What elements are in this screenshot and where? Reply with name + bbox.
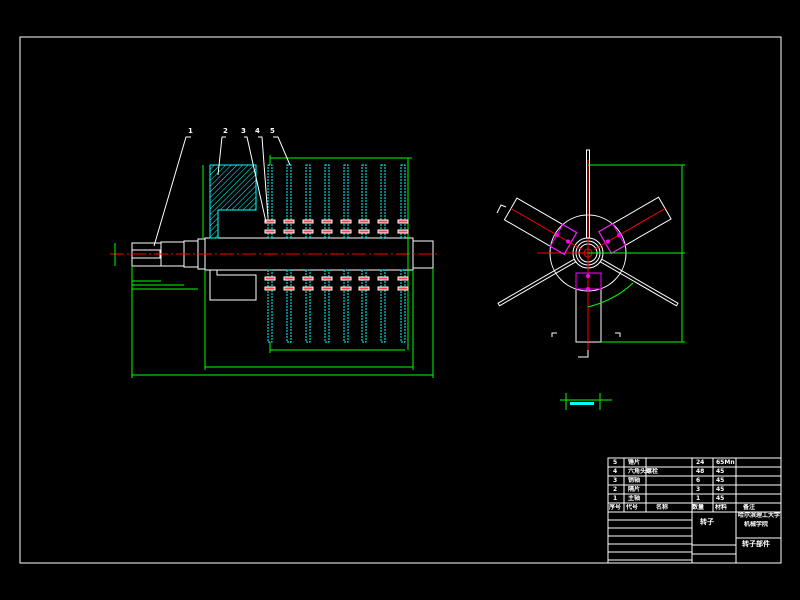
pin-bolt: [264, 286, 276, 291]
balloon-5: 5: [270, 127, 275, 135]
pin-bolt: [264, 276, 276, 281]
hammer-plate: [305, 269, 311, 343]
pin-bolt: [264, 229, 276, 234]
header-material: 材料: [715, 504, 728, 511]
hammer-plate: [343, 269, 349, 343]
header-name: 名称: [656, 504, 669, 511]
blade: [586, 149, 590, 239]
blade: [497, 258, 577, 307]
front-view: [110, 136, 440, 378]
part-material: 45: [716, 477, 725, 484]
part-qty: 48: [696, 468, 705, 475]
part-no: 1: [613, 495, 618, 502]
hammer-plate: [324, 269, 330, 343]
hammer: [593, 196, 672, 255]
hammer-plate: [324, 164, 330, 239]
balloon-1: 1: [188, 127, 193, 135]
pin-bolt: [340, 286, 352, 291]
part-no: 5: [613, 459, 618, 466]
part-name: 转子: [700, 518, 714, 526]
department: 机械学院: [744, 521, 769, 528]
pin-bolt: [397, 286, 409, 291]
pin-bolt: [358, 229, 370, 234]
pin-bolt: [358, 219, 370, 224]
side-view: [496, 149, 685, 410]
pin-bolt: [397, 229, 409, 234]
pin-bolt: [302, 286, 314, 291]
hammer-plate: [361, 164, 367, 239]
hammer-plate: [286, 164, 292, 239]
pin-bolt: [283, 276, 295, 281]
pin-bolt: [377, 286, 389, 291]
part-no: 3: [613, 477, 618, 484]
pin-bolt: [397, 219, 409, 224]
hammer: [575, 260, 602, 343]
pin-bolt: [321, 219, 333, 224]
part-material: 45: [716, 486, 725, 493]
balloon-4: 4: [255, 127, 260, 135]
header-no: 序号: [609, 504, 622, 511]
pin-bolt: [358, 276, 370, 281]
hammer-plate: [380, 269, 386, 343]
sheet-border: [19, 36, 782, 564]
part-qty: 3: [696, 486, 701, 493]
pin-bolt: [340, 229, 352, 234]
pin-bolt: [283, 219, 295, 224]
title-block-lines: [607, 457, 782, 564]
pin-bolt: [321, 286, 333, 291]
spacer-block-lower: [209, 270, 257, 301]
part-qty: 24: [696, 459, 705, 466]
pin-bolt: [340, 219, 352, 224]
part-name: 六角头螺栓: [628, 468, 659, 475]
part-material: 65Mn: [716, 459, 735, 466]
hammer-plate: [267, 269, 273, 343]
part-material: 45: [716, 495, 725, 502]
pin-bolt: [302, 276, 314, 281]
blade: [599, 258, 679, 307]
part-name: 隔片: [628, 486, 641, 493]
hammer-plate: [361, 269, 367, 343]
hammer-plate: [267, 164, 273, 239]
header-remark: 备注: [743, 504, 756, 511]
part-no: 4: [613, 468, 618, 475]
hammer-plate: [380, 164, 386, 239]
part-qty: 6: [696, 477, 701, 484]
pin-bolt: [377, 229, 389, 234]
part-no: 2: [613, 486, 618, 493]
part-material: 45: [716, 468, 725, 475]
spacer-block: [209, 164, 257, 239]
section-detail: [570, 402, 594, 405]
pin-bolt: [340, 276, 352, 281]
hammer-plate: [343, 164, 349, 239]
part-name: 主轴: [628, 495, 641, 502]
pin-bolt: [283, 286, 295, 291]
hammer-plate: [400, 269, 406, 343]
pin-bolt: [377, 276, 389, 281]
pin-bolt: [302, 229, 314, 234]
hammer-plate: [400, 164, 406, 239]
drawing-name: 转子部件: [742, 540, 770, 548]
hammer-plate: [305, 164, 311, 239]
pin-bolt: [397, 276, 409, 281]
pin-bolt: [358, 286, 370, 291]
title-block: 5 锤片 24 65Mn 4 六角头螺栓 48 45 3 销轴 6 45 2 隔片 3 45 1 主轴 1 45 序号…: [608, 458, 781, 563]
part-qty: 1: [696, 495, 701, 502]
pin-bolt: [264, 219, 276, 224]
pin-bolt: [377, 219, 389, 224]
part-name: 销轴: [628, 477, 641, 484]
hammer: [503, 197, 583, 255]
header-code: 代号: [626, 504, 639, 511]
part-name: 锤片: [628, 459, 641, 466]
hammer-plate: [286, 269, 292, 343]
pin-bolt: [283, 229, 295, 234]
balloon-2: 2: [223, 127, 228, 135]
pin-bolt: [321, 229, 333, 234]
pin-bolt: [321, 276, 333, 281]
pin-bolt: [302, 219, 314, 224]
balloon-3: 3: [241, 127, 246, 135]
school-name: 哈尔滨理工大学: [738, 512, 781, 519]
header-qty: 数量: [692, 504, 705, 511]
